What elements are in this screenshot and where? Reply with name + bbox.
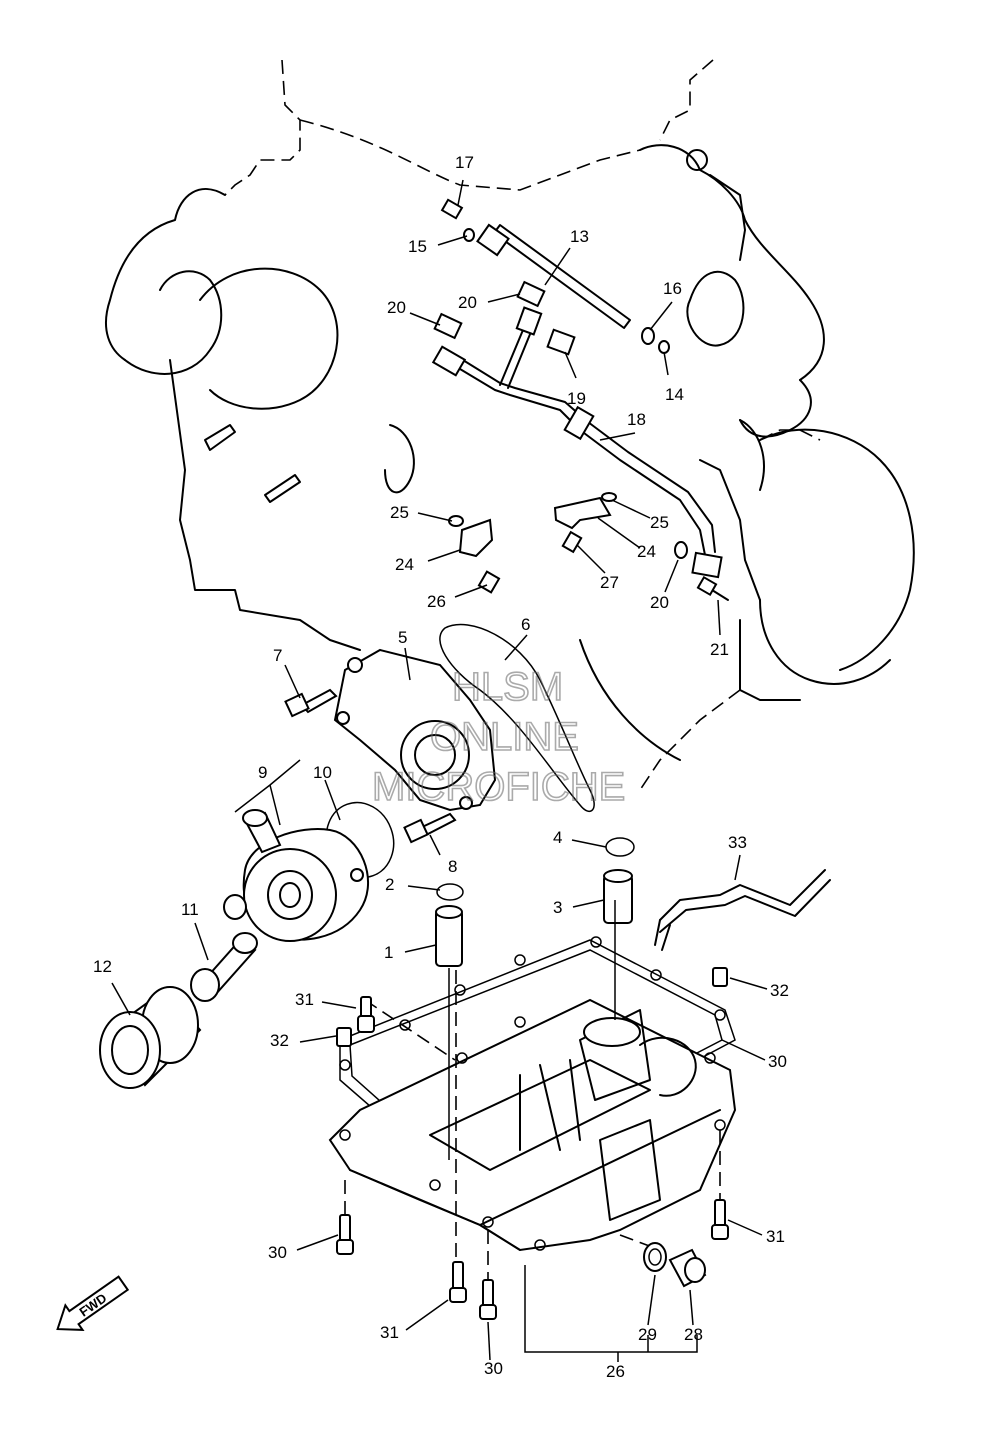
callout-4: 4 bbox=[553, 828, 562, 847]
callout-14: 14 bbox=[665, 385, 684, 404]
callout-31b: 31 bbox=[766, 1227, 785, 1246]
oil-pipe-assembly bbox=[431, 198, 729, 601]
callout-labels: 17 15 13 20 20 16 19 14 18 25 25 24 24 2… bbox=[93, 153, 789, 1381]
fwd-arrow-icon bbox=[56, 1275, 130, 1331]
callout-20a: 20 bbox=[458, 293, 477, 312]
callout-30b: 30 bbox=[484, 1359, 503, 1378]
fwd-arrow: FWD bbox=[56, 1275, 130, 1331]
callout-15: 15 bbox=[408, 237, 427, 256]
callout-31a: 31 bbox=[295, 990, 314, 1009]
leader-lines bbox=[111, 179, 768, 1362]
callout-11: 11 bbox=[181, 900, 199, 919]
callout-3: 3 bbox=[553, 898, 562, 917]
callout-29: 30 bbox=[768, 1052, 787, 1071]
callout-32a: 32 bbox=[770, 981, 789, 1000]
callout-22: 21 bbox=[710, 640, 729, 659]
engine-outline bbox=[105, 59, 915, 791]
callout-10: 10 bbox=[313, 763, 332, 782]
oil-pan bbox=[328, 936, 737, 1280]
callout-28: 29 bbox=[638, 1325, 657, 1344]
callout-33: 33 bbox=[728, 833, 747, 852]
callout-31c: 31 bbox=[380, 1323, 399, 1342]
callout-12: 12 bbox=[93, 957, 112, 976]
watermark: HLSM ONLINE MICROFICHE bbox=[371, 664, 626, 810]
watermark-line-3: MICROFICHE bbox=[372, 765, 625, 809]
callout-25a: 26 bbox=[427, 592, 446, 611]
callout-5: 5 bbox=[398, 628, 407, 647]
callout-16: 16 bbox=[663, 279, 682, 298]
callout-18: 18 bbox=[627, 410, 646, 429]
callout-30a: 30 bbox=[268, 1243, 287, 1262]
fasteners bbox=[336, 967, 729, 1320]
strainer-parts bbox=[435, 837, 831, 967]
callout-23b: 24 bbox=[637, 542, 656, 561]
callout-17: 17 bbox=[455, 153, 474, 172]
callout-7: 7 bbox=[273, 646, 282, 665]
callout-23a: 24 bbox=[395, 555, 414, 574]
oil-cooler-group bbox=[99, 623, 595, 1089]
callout-21: 20 bbox=[650, 593, 669, 612]
callout-26: 26 bbox=[606, 1362, 625, 1381]
callout-24a: 25 bbox=[390, 503, 409, 522]
watermark-line-2: ONLINE bbox=[430, 715, 579, 759]
callout-2: 2 bbox=[385, 875, 394, 894]
callout-8: 8 bbox=[448, 857, 457, 876]
callout-20b: 20 bbox=[387, 298, 406, 317]
callout-13: 13 bbox=[570, 227, 589, 246]
callout-6: 6 bbox=[521, 615, 530, 634]
callout-9: 9 bbox=[258, 763, 267, 782]
callout-32b: 32 bbox=[270, 1031, 289, 1050]
watermark-line-1: HLSM bbox=[452, 665, 563, 709]
callout-27: 28 bbox=[684, 1325, 703, 1344]
callout-1: 1 bbox=[384, 943, 393, 962]
callout-25b: 27 bbox=[600, 573, 619, 592]
callout-19: 19 bbox=[567, 389, 586, 408]
callout-24b: 25 bbox=[650, 513, 669, 532]
